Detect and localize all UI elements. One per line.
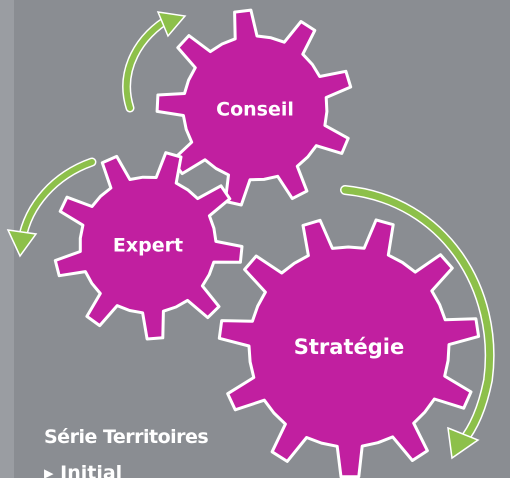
cycle-arrow-top-inner <box>123 15 173 111</box>
cycle-arrow-right-inner <box>341 186 494 446</box>
arrow-left-head <box>6 229 38 258</box>
series-title: Série Territoires <box>44 426 209 448</box>
arrow-right-head <box>447 426 480 460</box>
left-edge-bar <box>0 0 14 478</box>
gear-conseil-label: Conseil <box>216 99 294 121</box>
series-item-initial[interactable]: ▸ Initial <box>44 462 123 478</box>
gear-expert <box>53 151 244 341</box>
gear-strategie-label: Stratégie <box>294 335 404 359</box>
gear-strategie <box>217 218 481 478</box>
arrow-top-head <box>156 11 187 38</box>
cycle-arrow-left-inner <box>19 159 95 243</box>
gear-expert-label: Expert <box>113 235 183 257</box>
